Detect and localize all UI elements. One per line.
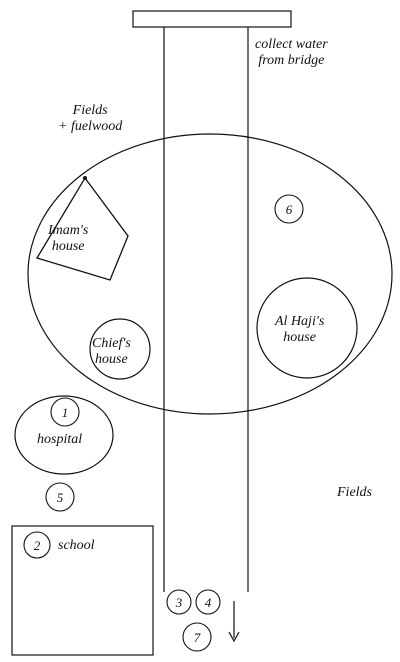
alhaji-house-circle bbox=[256, 277, 358, 379]
marker-7: 7 bbox=[182, 622, 212, 652]
chief-house-label: Chief's house bbox=[92, 336, 131, 368]
marker-1-number: 1 bbox=[62, 405, 69, 420]
marker-4: 4 bbox=[195, 589, 221, 615]
marker-1: 1 bbox=[50, 397, 80, 427]
marker-2: 2 bbox=[23, 531, 51, 559]
down-arrow-head bbox=[228, 631, 240, 643]
marker-6: 6 bbox=[274, 194, 304, 224]
marker-7-number: 7 bbox=[194, 630, 201, 645]
marker-3: 3 bbox=[166, 589, 192, 615]
hospital-label: hospital bbox=[37, 432, 82, 448]
imam-house-label: Imam's house bbox=[48, 223, 88, 255]
marker-6-number: 6 bbox=[286, 202, 293, 217]
school-text: school bbox=[58, 538, 95, 553]
imam-house-shape bbox=[36, 176, 129, 281]
school-building bbox=[11, 525, 154, 656]
fields-fuelwood-text: Fields + fuelwood bbox=[58, 103, 123, 134]
marker-2-number: 2 bbox=[34, 538, 41, 553]
village-boundary bbox=[27, 133, 393, 415]
imam-house-corner-dot bbox=[83, 176, 87, 180]
fields-right-label: Fields bbox=[337, 485, 372, 501]
alhaji-house-text: Al Haji's house bbox=[275, 314, 325, 345]
imam-house-text: Imam's house bbox=[48, 223, 89, 254]
marker-3-number: 3 bbox=[175, 595, 183, 610]
bridge-water-note: collect water from bridge bbox=[255, 37, 328, 69]
chief-house-circle bbox=[89, 318, 151, 380]
marker-5: 5 bbox=[45, 482, 75, 512]
hospital-text: hospital bbox=[37, 432, 83, 447]
fields-fuelwood-label: Fields + fuelwood bbox=[58, 103, 122, 135]
school-label: school bbox=[58, 538, 95, 554]
fields-right-text: Fields bbox=[337, 485, 372, 500]
marker-4-number: 4 bbox=[205, 595, 212, 610]
bridge bbox=[132, 10, 292, 28]
hospital-shape bbox=[14, 395, 114, 475]
chief-house-text: Chief's house bbox=[92, 336, 131, 367]
bridge-water-note-text: collect water from bridge bbox=[255, 37, 328, 68]
alhaji-house-label: Al Haji's house bbox=[275, 314, 324, 346]
marker-5-number: 5 bbox=[57, 490, 64, 505]
